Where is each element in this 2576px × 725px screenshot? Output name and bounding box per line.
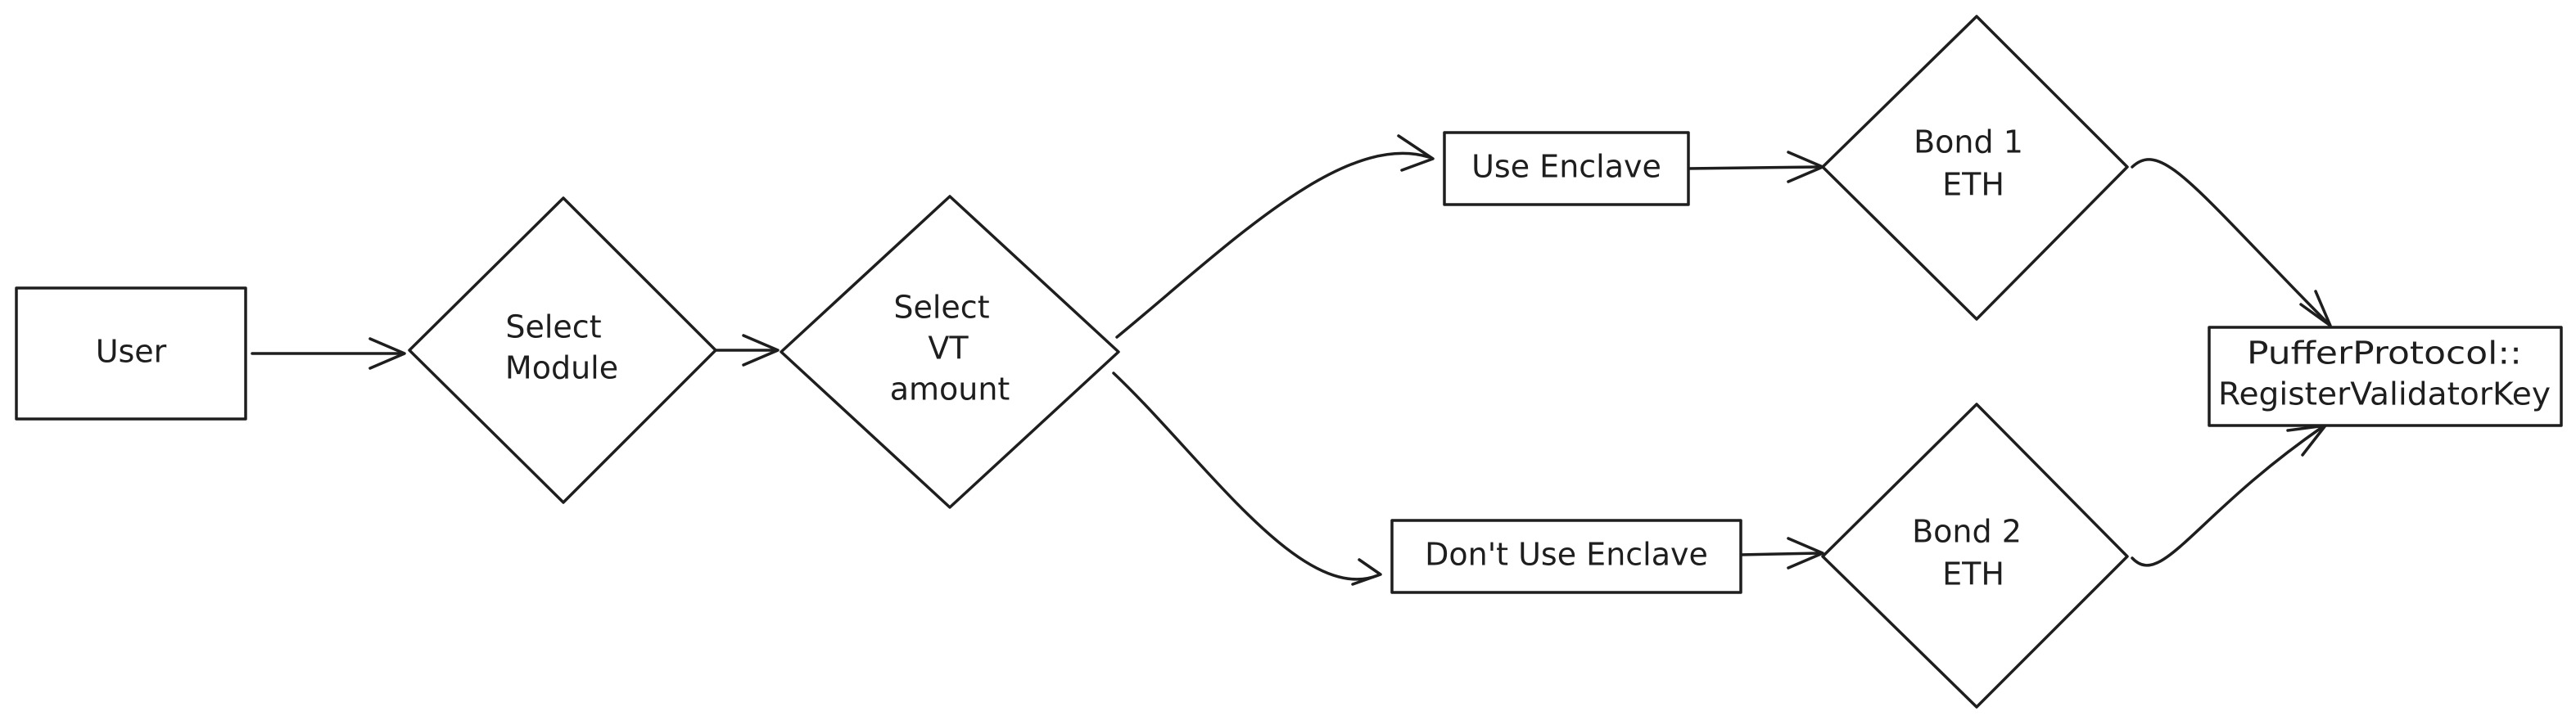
edge-bond-2-to-register — [2131, 424, 2327, 567]
edge-select-module-to-select-vt — [714, 334, 780, 367]
node-use-enclave-label: Use Enclave — [1471, 149, 1661, 185]
node-dont-use-enclave-label: Don't Use Enclave — [1425, 537, 1708, 573]
edge-select-vt-to-use-enclave — [1115, 134, 1435, 339]
node-register-line2: RegisterValidatorKey — [2218, 376, 2551, 412]
node-select-module: Select Module — [408, 196, 717, 504]
node-bond-1-eth: Bond 1 ETH — [1821, 15, 2129, 321]
node-bond-2-line2: ETH — [1942, 556, 2004, 592]
edge-use-enclave-to-bond-1 — [1685, 151, 1824, 183]
node-use-enclave: Use Enclave — [1443, 131, 1690, 206]
node-user-label: User — [96, 334, 167, 370]
node-select-module-line2: Module — [505, 350, 618, 386]
node-dont-use-enclave: Don't Use Enclave — [1390, 519, 1742, 594]
node-bond-2-line1: Bond 2 — [1912, 514, 2022, 550]
edge-bond-1-to-register — [2131, 158, 2332, 327]
edge-user-to-select-module — [251, 337, 406, 370]
node-select-vt-line2: VT — [928, 331, 969, 367]
edge-dont-use-enclave-to-bond-2 — [1738, 537, 1824, 570]
node-register-line1: PufferProtocol:: — [2247, 335, 2522, 372]
node-user: User — [15, 286, 247, 421]
node-register-validator-key: PufferProtocol:: RegisterValidatorKey — [2208, 326, 2563, 427]
node-bond-1-line1: Bond 1 — [1914, 124, 2023, 160]
node-select-module-line1: Select — [505, 309, 601, 345]
node-select-vt-amount: Select VT amount — [780, 195, 1120, 509]
node-select-vt-line3: amount — [890, 372, 1010, 408]
node-bond-2-eth: Bond 2 ETH — [1821, 403, 2129, 709]
node-select-vt-line1: Select — [893, 290, 989, 326]
node-bond-1-line2: ETH — [1942, 167, 2004, 203]
edge-select-vt-to-dont-use-enclave — [1112, 372, 1382, 586]
